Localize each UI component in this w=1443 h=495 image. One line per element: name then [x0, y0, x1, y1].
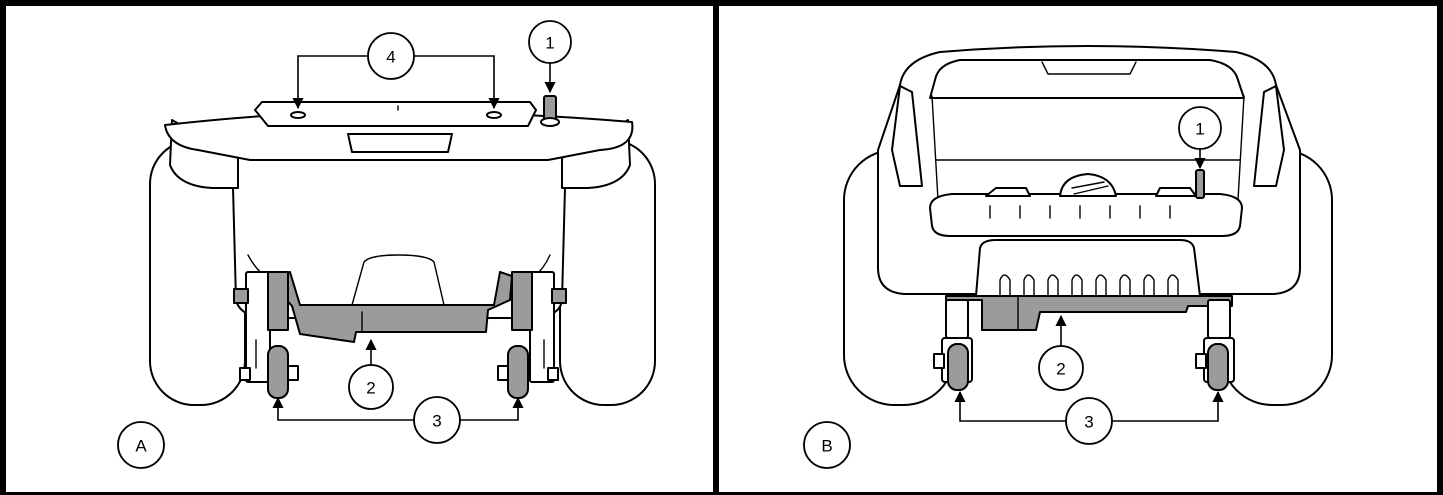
locking-pin-b — [1195, 169, 1205, 199]
left-axle-stub — [233, 288, 249, 304]
mount-hole-right — [486, 111, 502, 119]
right-armrest — [1253, 85, 1285, 187]
right-armrest-line — [1237, 95, 1245, 201]
left-bracket-block — [267, 271, 289, 331]
leader-3-right — [460, 396, 524, 421]
callout-2-a-label: 2 — [366, 379, 375, 398]
left-caster-axle-nut — [287, 365, 299, 381]
callout-4-a: 4 — [367, 32, 415, 80]
callout-2-b-label: 2 — [1056, 360, 1065, 379]
left-caster-wheel-b — [947, 343, 969, 391]
leader-3b-right — [1112, 390, 1224, 422]
callout-1-a-label: 1 — [545, 34, 554, 53]
left-caster-nut-b — [933, 353, 945, 369]
right-caster-wheel-b — [1207, 343, 1229, 391]
tray-ridges — [989, 205, 1171, 219]
mount-hole-left — [290, 111, 306, 119]
left-caster-wheel — [267, 345, 289, 399]
panel-b-frame — [713, 0, 1443, 495]
callout-4-a-label: 4 — [386, 48, 395, 67]
callout-1-a: 1 — [528, 20, 572, 64]
panel-a-illustration — [149, 95, 656, 406]
seat-mount-plate — [254, 101, 537, 127]
seat-back-handle — [1041, 61, 1137, 75]
panel-a: 4 1 2 3 A — [0, 0, 719, 495]
seat-back-top — [929, 59, 1245, 99]
right-caster-nut-b — [1195, 353, 1207, 369]
panel-a-label: A — [135, 437, 147, 456]
callout-2-b: 2 — [1038, 345, 1084, 391]
anti-tip-bar — [267, 271, 513, 343]
tray-right-clip — [1155, 187, 1197, 197]
callout-2-a: 2 — [348, 364, 394, 410]
panel-b: 1 2 3 B — [713, 0, 1443, 495]
right-caster-axle-nut — [497, 365, 509, 381]
right-caster-stem-b — [1207, 299, 1231, 339]
leader-3b-left — [954, 390, 1066, 422]
locking-pin-base — [540, 117, 560, 127]
panel-b-illustration — [843, 45, 1333, 406]
left-armrest — [891, 85, 923, 187]
left-caster-bracket — [245, 271, 271, 383]
handle-tray — [929, 193, 1243, 237]
right-caster-wheel — [507, 345, 529, 399]
tray-left-clip — [985, 187, 1031, 197]
callout-3-b: 3 — [1065, 397, 1113, 445]
anti-tip-bar-b — [945, 295, 1233, 331]
seat-mount-tab — [347, 133, 453, 153]
left-caster-stem-b — [945, 299, 969, 339]
panel-b-leaders — [954, 149, 1224, 422]
callout-3-b-label: 3 — [1084, 413, 1093, 432]
left-bracket-nut — [239, 367, 251, 381]
right-bracket-nut — [547, 367, 559, 381]
callout-1-b-label: 1 — [1195, 120, 1204, 139]
panel-a-leaders — [272, 55, 556, 421]
callout-3-a-label: 3 — [432, 412, 441, 431]
panel-b-badge: B — [803, 421, 851, 469]
callout-1-b: 1 — [1178, 106, 1222, 150]
right-axle-stub — [551, 288, 567, 304]
panel-b-label: B — [821, 437, 832, 456]
leader-3-left — [272, 396, 414, 421]
leader-4-right — [414, 55, 500, 110]
left-armrest-line — [931, 95, 939, 201]
rear-panel-bump — [351, 254, 445, 306]
tiller-knob-grip — [1071, 181, 1109, 195]
right-caster-bracket — [529, 271, 555, 383]
shroud-teeth — [999, 274, 1179, 297]
right-bracket-block — [511, 271, 533, 331]
callout-3-a: 3 — [413, 396, 461, 444]
panel-a-badge: A — [117, 421, 165, 469]
leader-4-left — [292, 55, 368, 110]
